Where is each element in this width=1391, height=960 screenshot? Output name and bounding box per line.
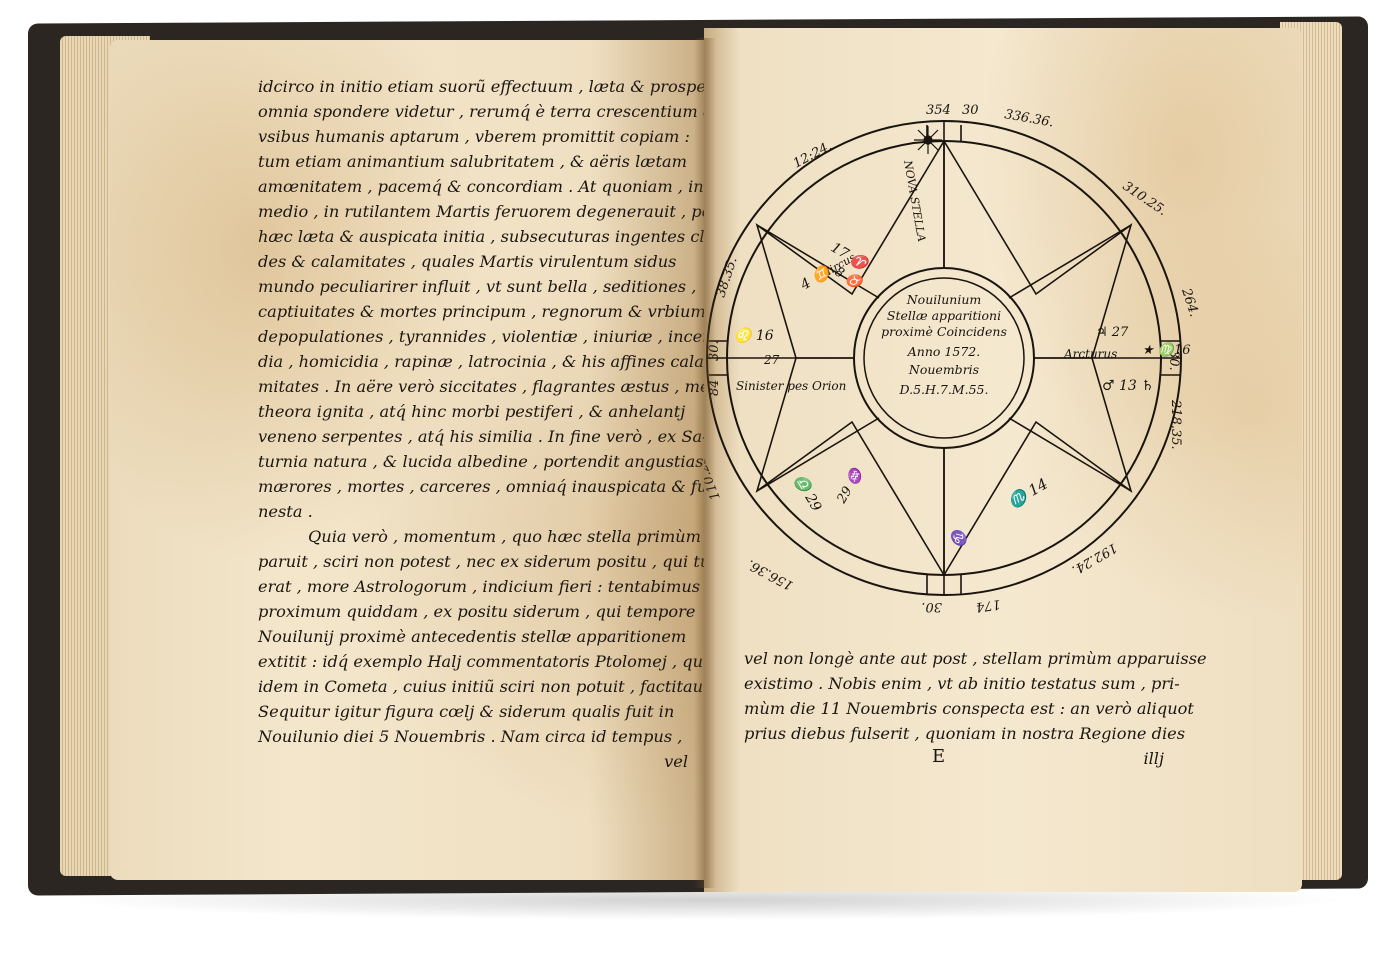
orion-label: Sinister pes Orion — [736, 379, 846, 393]
text-line: erat , more Astrologorum , indicium fier… — [258, 577, 701, 596]
text-line: mitates . In aëre verò siccitates , flag… — [258, 377, 708, 396]
house-mark: ♎ 29 — [791, 472, 826, 515]
text-line: extitit : idq́ exemplo Halj commentatori… — [258, 652, 708, 671]
center-line: D.5.H.7.M.55. — [899, 382, 989, 397]
catchword: vel — [664, 752, 688, 771]
outer-label: 336.36. — [1003, 107, 1054, 130]
outer-label: 310.25. — [1120, 179, 1170, 219]
left-page: idcirco in initio etiam suorũ effectuum … — [110, 40, 708, 880]
text-line: depopulationes , tyrannides , violentiæ … — [258, 327, 708, 346]
right-page: 354 30 336.36. 12:24. 310.25. 38.35. 264… — [704, 28, 1302, 892]
text-line: paruit , sciri non potest , nec ex sider… — [258, 552, 708, 571]
text-line: Nouilunij proximè antecedentis stellæ ap… — [258, 627, 687, 646]
text-line: nesta . — [258, 502, 313, 521]
outer-label: 30. — [921, 599, 942, 614]
outer-label: 30. — [707, 340, 722, 361]
text-line: idcirco in initio etiam suorũ effectuum … — [258, 77, 708, 96]
house-mark: 27 — [763, 353, 780, 367]
outer-label: 174 — [975, 596, 1002, 614]
outer-label: 30. — [1166, 350, 1181, 371]
text-line: amœnitatem , pacemq́ & concordiam . At q… — [258, 177, 704, 196]
outer-label: 264. — [1178, 286, 1202, 319]
horoscope-chart: 354 30 336.36. 12:24. 310.25. 38.35. 264… — [704, 103, 1202, 614]
text-line: idem in Cometa , cuius initiũ sciri non … — [258, 677, 708, 696]
house-mark: ♌ 16 — [734, 327, 774, 344]
house-mark: ★ ♍16 — [1142, 342, 1191, 358]
catchword: illj — [1143, 749, 1164, 768]
nova-star-icon — [914, 126, 942, 154]
outer-label: 218.35. — [1168, 399, 1183, 450]
arcturus-label: Arcturus — [1063, 347, 1117, 361]
text-line: veneno serpentes , atq́ his similia . In… — [258, 427, 708, 446]
outer-label: 354 — [926, 103, 951, 118]
book-gutter — [694, 38, 716, 888]
text-line: existimo . Nobis enim , vt ab initio tes… — [744, 674, 1180, 693]
text-line: dia , homicidia , rapinæ , latrocinia , … — [258, 352, 708, 371]
text-line: theora ignita , atq́ hinc morbi pestifer… — [258, 402, 686, 421]
center-line: Anno 1572. — [907, 344, 980, 359]
text-line: des & calamitates , quales Martis virule… — [258, 252, 677, 271]
text-line: mùm die 11 Nouembris conspecta est : an … — [744, 699, 1194, 718]
house-mark: ♑ — [950, 528, 967, 548]
left-page-text: idcirco in initio etiam suorũ effectuum … — [258, 74, 708, 774]
text-line: turnia natura , & lucida albedine , port… — [258, 452, 708, 471]
text-line: medio , in rutilantem Martis feruorem de… — [258, 202, 708, 221]
house-mark: ♂ 13 ♄ — [1102, 378, 1154, 394]
text-line: Nouilunio diei 5 Nouembris . Nam circa i… — [258, 727, 683, 746]
text-line: tum etiam animantium salubritatem , & aë… — [258, 152, 688, 171]
center-line: Nouilunium — [906, 292, 982, 307]
house-mark: ♏ 14 — [1005, 475, 1051, 512]
text-line: omnia spondere videtur , rerumq́ è terra… — [258, 102, 708, 121]
signature-mark: E — [932, 746, 946, 767]
center-line: Nouembris — [908, 362, 979, 377]
text-line: vsibus humanis aptarum , vberem promitti… — [258, 127, 690, 146]
text-line: proximum quiddam , ex positu siderum , q… — [258, 602, 696, 621]
right-page-text: vel non longè ante aut post , stellam pr… — [744, 646, 1207, 771]
house-mark: ♃ 27 — [1096, 325, 1129, 340]
text-line: Quia verò , momentum , quo hæc stella pr… — [308, 527, 708, 546]
text-line: captiuitates & mortes principum , regnor… — [258, 302, 706, 321]
text-line: Sequitur igitur figura cœlj & siderum qu… — [258, 702, 675, 721]
outer-label: 156.36. — [745, 556, 796, 593]
text-line: prius diebus fulserit , quoniam in nostr… — [744, 724, 1186, 743]
nova-stella-label: NOVA STELLA — [901, 158, 928, 243]
center-line: proximè Coincidens — [881, 324, 1007, 339]
text-line: mærores , mortes , carceres , omniaq́ in… — [258, 477, 708, 496]
outer-label: 30 — [962, 103, 979, 118]
text-line: hæc læta & auspicata initia , subsecutur… — [258, 227, 708, 246]
house-mark: 29 ♒ — [833, 464, 867, 507]
outer-label: 84 — [707, 379, 722, 396]
center-line: Stellæ apparitioni — [887, 308, 1001, 323]
text-line: vel non longè ante aut post , stellam pr… — [744, 649, 1207, 668]
outer-label: 192.24. — [1069, 540, 1119, 578]
outer-label: 12:24. — [791, 139, 835, 172]
text-line: mundo peculiarirer influit , vt sunt bel… — [258, 277, 697, 296]
